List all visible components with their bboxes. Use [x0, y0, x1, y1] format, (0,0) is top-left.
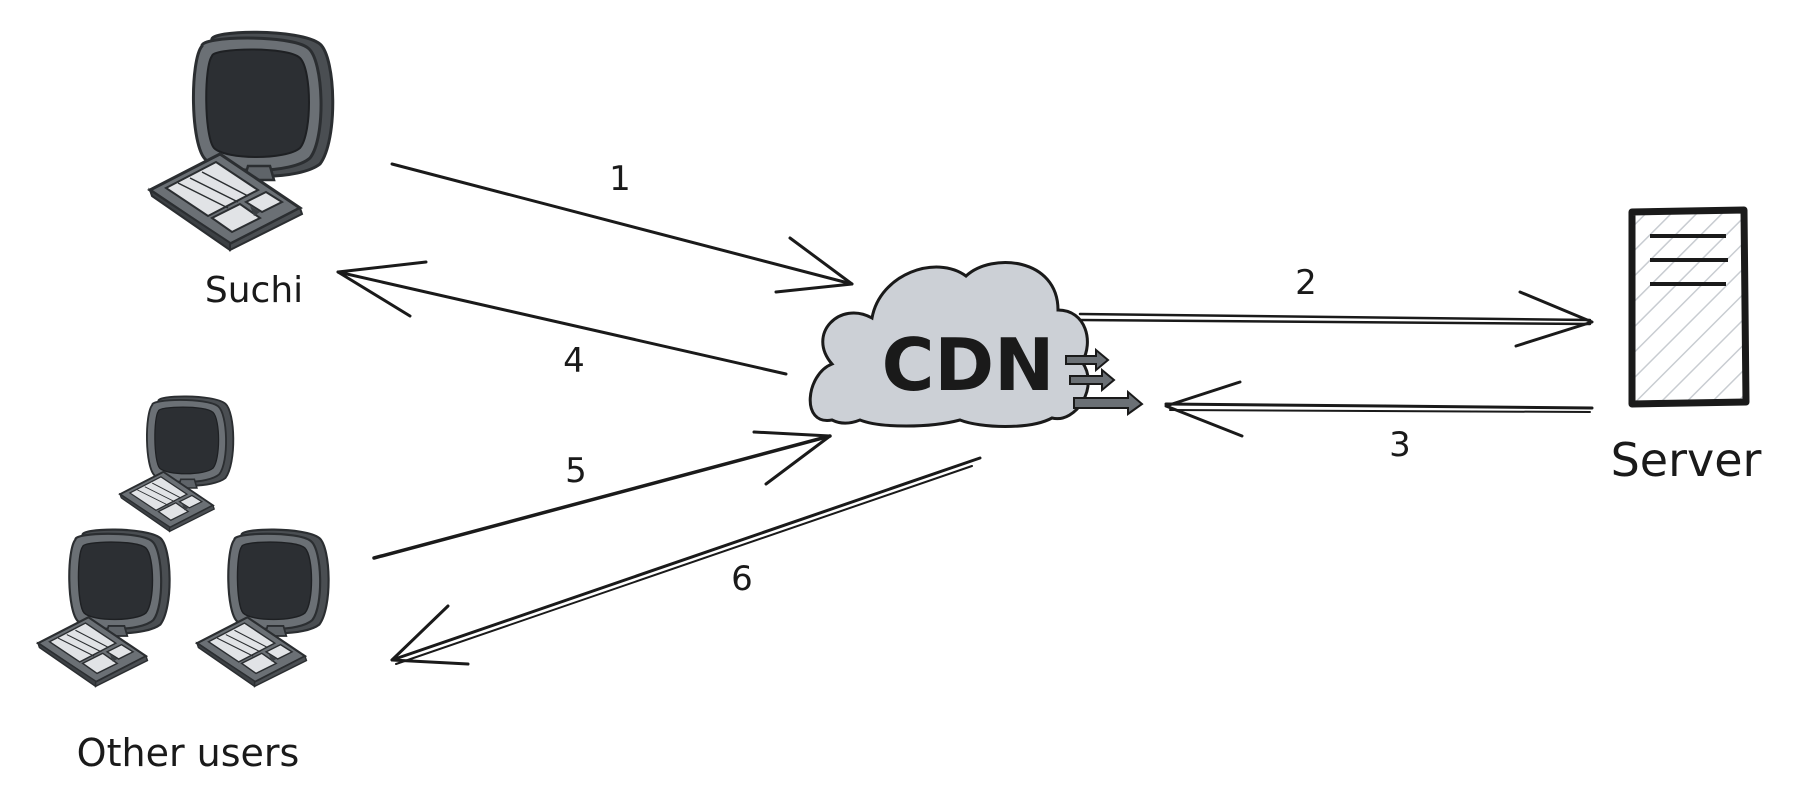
- arrow-step-6: [390, 456, 982, 666]
- other-user-computer-icon: [119, 395, 235, 533]
- step-5-label: 5: [565, 451, 587, 491]
- arrow-step-5: [372, 430, 832, 560]
- other-user-computer-icon: [195, 528, 330, 688]
- cloud-icon: [808, 261, 1144, 428]
- suchi-label: Suchi: [205, 270, 303, 311]
- arrow-step-4: [336, 260, 788, 376]
- server-icon: [1628, 206, 1750, 408]
- arrow-step-2: [1078, 290, 1594, 348]
- other-users-label: Other users: [77, 731, 300, 775]
- arrow-step-1: [390, 162, 854, 294]
- step-6-label: 6: [731, 559, 753, 599]
- step-4-label: 4: [563, 341, 585, 381]
- step-2-label: 2: [1295, 263, 1317, 303]
- other-user-computer-icon: [36, 528, 171, 688]
- step-1-label: 1: [609, 159, 631, 199]
- arrow-step-3: [1164, 380, 1594, 438]
- server-label: Server: [1611, 433, 1762, 487]
- cdn-label: CDN: [882, 323, 1055, 407]
- suchi-computer-icon: [148, 30, 335, 252]
- step-3-label: 3: [1389, 425, 1411, 465]
